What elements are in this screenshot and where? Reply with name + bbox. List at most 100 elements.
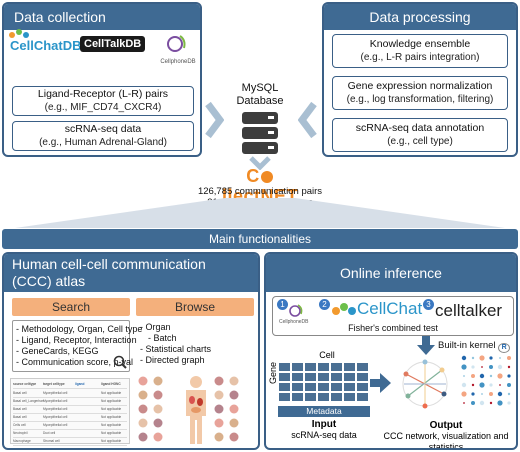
organ-icon <box>229 390 239 400</box>
knowledge-ensemble-box: Knowledge ensemble (e.g., L-R pairs inte… <box>332 34 508 68</box>
dot-plot-point <box>461 382 467 388</box>
output-caption: Output CCC network, visualization and st… <box>383 420 509 450</box>
collectnet-dot-icon <box>260 171 273 183</box>
dot-plot-thumbnail <box>461 355 511 406</box>
method2-badge-icon: 2 <box>319 299 330 310</box>
dot-plot-point <box>489 374 493 378</box>
atlas-panel: Human cell-cell communication (CCC) atla… <box>2 252 260 450</box>
mysql-label: MySQL Database <box>236 82 284 107</box>
table-cell: Not applicable <box>101 391 122 395</box>
cellchatdb-logo: CellChatDB <box>9 29 82 53</box>
matrix-cell <box>356 392 369 402</box>
search-item: - GeneCards, KEGG <box>16 346 99 356</box>
cellchat-dots-icon <box>9 29 29 38</box>
matrix-cell <box>304 392 317 402</box>
dot-plot-point <box>479 400 485 406</box>
table-cell: Duct cell <box>43 431 56 435</box>
browse-list: - Organ - Batch - Statistical charts - D… <box>138 320 256 368</box>
main-functionalities-bar: Main functionalities <box>2 229 518 249</box>
dot-plot-point <box>489 365 493 369</box>
matrix-cell <box>330 362 343 372</box>
matrix-cell <box>317 382 330 392</box>
matrix-cell <box>330 372 343 382</box>
table-cell: Stromal cell <box>43 439 60 443</box>
organ-icon <box>214 432 224 442</box>
method1-label: CellphoneDB <box>279 319 309 325</box>
matrix-cell <box>304 372 317 382</box>
dot-plot-point <box>489 392 493 396</box>
organ-icon <box>138 418 148 428</box>
browse-item: - Organ <box>140 322 171 332</box>
kernel-label: Built-in kernel R <box>438 340 511 353</box>
dot-plot-point <box>507 383 511 387</box>
scrna-data-box: scRNA-seq data (e.g., Human Adrenal-Glan… <box>12 121 194 151</box>
table-row: Basal cell Myoepithelial cell Not applicab… <box>13 390 127 398</box>
dot-plot-point <box>497 364 503 370</box>
organ-icon <box>229 418 239 428</box>
right-arrow-icon <box>370 373 391 393</box>
network-plot-thumbnail <box>402 359 448 409</box>
search-criteria-box: - Methodology, Organ, Cell type - Ligand… <box>12 320 142 372</box>
table-cell: Not applicable <box>101 423 122 427</box>
browse-item: - Directed graph <box>140 355 205 365</box>
dot-plot-point <box>471 356 475 360</box>
table-cell: Basal cell_Langerhan <box>13 399 44 403</box>
dot-plot-point <box>489 401 493 405</box>
matrix-cell <box>317 392 330 402</box>
human-body-icon <box>186 376 206 444</box>
organ-icons-thumbnail <box>138 376 239 444</box>
organ-icon <box>229 376 239 386</box>
method3-label: celltalker <box>435 301 503 320</box>
right-chevron-icon <box>298 101 317 139</box>
cell-label: Cell <box>319 350 335 360</box>
matrix-cell <box>291 372 304 382</box>
logos-row: CellChatDB CellTalkDB CellphoneDB <box>8 29 198 74</box>
annotation-box: scRNA-seq data annotation (e.g., cell ty… <box>332 118 508 152</box>
dot-plot-point <box>507 401 511 405</box>
lr-pairs-box: Ligand-Receptor (L-R) pairs (e.g., MIF_C… <box>12 86 194 116</box>
table-cell: Macrophage <box>13 439 31 443</box>
matrix-cell <box>278 392 291 402</box>
matrix-cell <box>317 372 330 382</box>
search-tab[interactable]: Search <box>12 298 130 316</box>
table-cell: ligand HGNC <box>101 382 121 386</box>
matrix-icon <box>278 362 370 404</box>
down-arrow-icon <box>417 336 435 355</box>
method1-badge-icon: 1 <box>277 299 288 310</box>
table-cell: target celltype <box>43 382 65 386</box>
table-cell: Not applicable <box>101 407 122 411</box>
table-cell: Myoepithelial cell <box>43 391 68 395</box>
table-cell: Basal cell <box>13 391 27 395</box>
database-icon <box>242 112 278 154</box>
organ-icon-grid <box>134 372 258 448</box>
dot-plot-point <box>507 392 511 396</box>
organ-icon <box>138 432 148 442</box>
dot-plot-point <box>481 393 483 395</box>
matrix-cell <box>317 362 330 372</box>
data-collection-panel: Data collection CellChatDB CellTalkDB Ce… <box>2 2 202 157</box>
table-cell: Basal cell <box>13 407 27 411</box>
input-caption: Input scRNA-seq data <box>291 419 357 440</box>
table-cell: Myoepithelial cell <box>43 399 68 403</box>
organ-icon <box>229 404 239 414</box>
dot-plot-point <box>479 355 485 361</box>
browse-tab[interactable]: Browse <box>136 298 254 316</box>
organ-icon <box>138 376 148 386</box>
dot-plot-point <box>471 392 475 396</box>
organ-icon <box>214 376 224 386</box>
dot-plot-point <box>461 391 467 397</box>
dot-plot-point <box>471 374 475 378</box>
dot-plot-point <box>507 365 511 369</box>
dot-plot-point <box>471 401 475 405</box>
inference-panel: Online inference 1 CellphoneDB 2 CellCha… <box>264 252 518 450</box>
methods-box: 1 CellphoneDB 2 CellChat 3 celltalker Fi… <box>272 296 514 336</box>
dot-plot-point <box>507 374 511 378</box>
matrix-cell <box>343 382 356 392</box>
matrix-cell <box>356 372 369 382</box>
matrix-cell <box>343 372 356 382</box>
